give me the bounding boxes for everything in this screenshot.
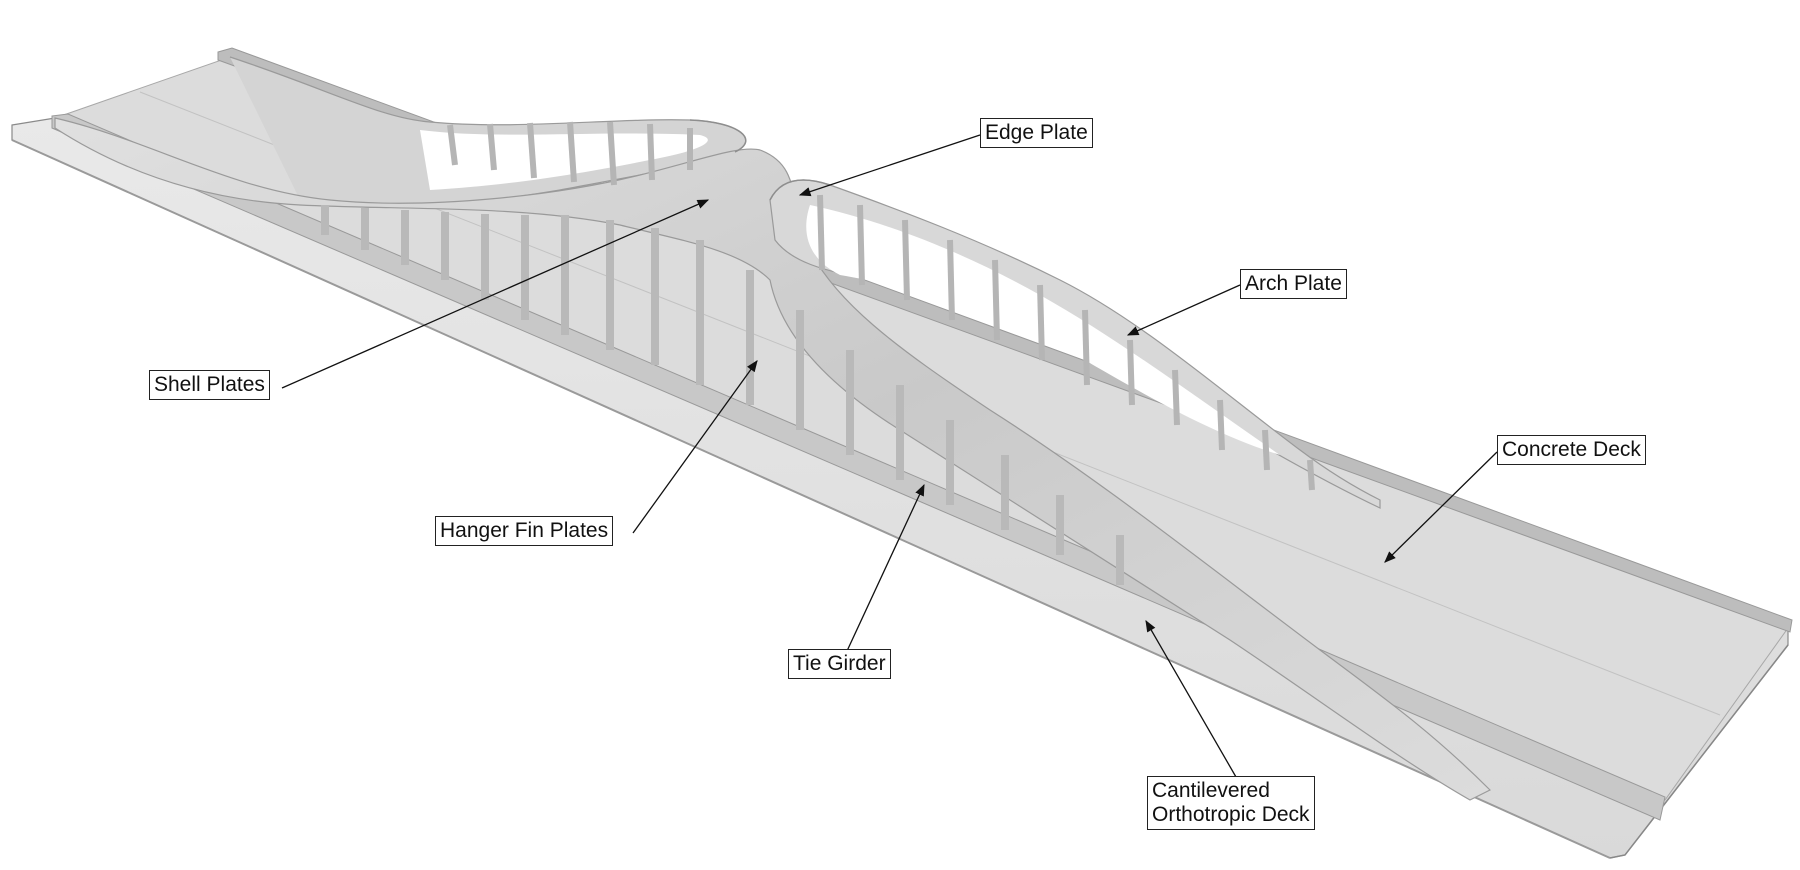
leader-lines <box>281 134 1498 778</box>
label-hanger-fin-plates: Hanger Fin Plates <box>435 516 614 546</box>
right-lobe-hangers <box>817 194 1315 491</box>
tie-girder-leader <box>846 483 925 652</box>
label-concrete-deck: Concrete Deck <box>1497 435 1646 465</box>
label-edge-plate: Edge Plate <box>980 118 1093 148</box>
edge-plate-outline <box>689 119 831 201</box>
label-arch-plate: Arch Plate <box>1240 269 1347 299</box>
shell-plates-leader <box>281 199 710 389</box>
label-tie-girder: Tie Girder <box>788 649 891 679</box>
arch-plate-leader <box>1126 284 1241 336</box>
shell-surface <box>54 117 1492 801</box>
label-cantilevered-orthotropic-deck: Cantilevered Orthotropic Deck <box>1147 776 1315 830</box>
edge-plate-leader <box>798 134 981 197</box>
cantilevered-orthotropic-deck-leader <box>1145 619 1237 778</box>
hanger-fin-plates-leader <box>632 360 758 534</box>
label-shell-plates: Shell Plates <box>149 370 270 400</box>
left-lobe-hangers <box>447 121 693 186</box>
concrete-deck-leader <box>1384 451 1498 563</box>
hanger-fin-plates <box>321 205 1124 585</box>
